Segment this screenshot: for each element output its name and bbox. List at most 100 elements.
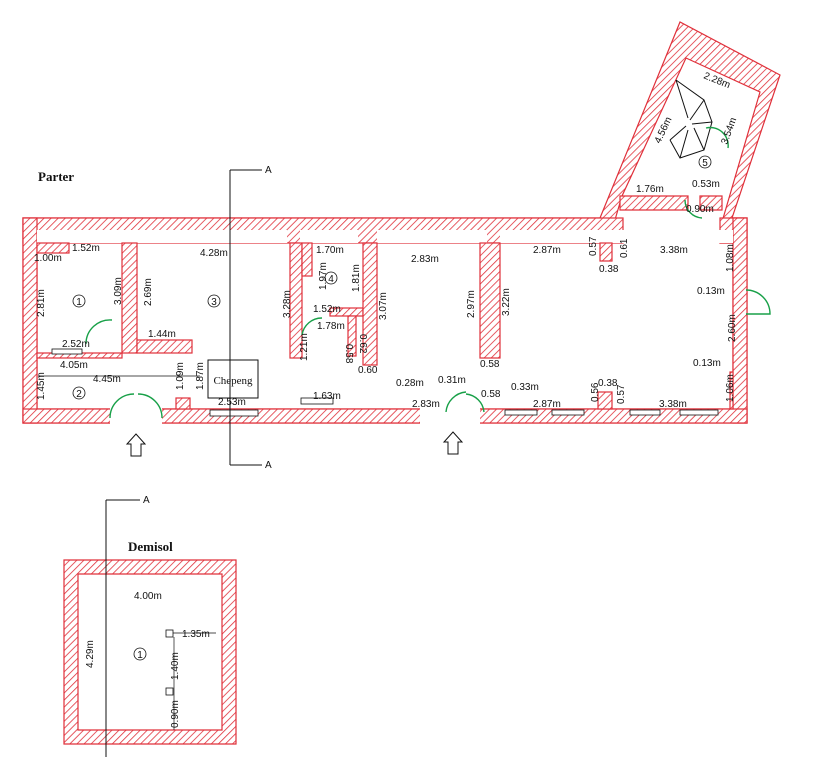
svg-text:2: 2 <box>76 389 82 400</box>
dim: 4.00m <box>134 591 162 602</box>
dim: 3.09m <box>113 277 124 305</box>
section-line-top <box>229 169 262 466</box>
dim: 0.13m <box>697 286 725 297</box>
room3-top <box>137 230 287 243</box>
dim: 0.28m <box>396 378 424 389</box>
dim: 0.53m <box>692 179 720 190</box>
dim: 2.60m <box>727 314 738 342</box>
window-bottom-2 <box>300 397 334 405</box>
window-bottom-3 <box>504 409 538 416</box>
room7-top <box>500 230 733 243</box>
dim: 1.81m <box>351 264 362 292</box>
partition-1-3 <box>121 242 138 354</box>
dim: 2.69m <box>143 278 154 306</box>
entrance-arrow-2 <box>442 431 464 455</box>
dim: 0.90m <box>170 700 181 728</box>
svg-text:1: 1 <box>137 650 143 661</box>
dim: 1.45m <box>36 372 47 400</box>
stub-right <box>729 371 734 410</box>
window-bottom-1 <box>209 409 259 417</box>
door-arc-3 <box>445 391 467 413</box>
chepeng-label: Chepeng <box>213 375 253 387</box>
door-arc-room4 <box>301 317 323 336</box>
section-marker-bottom: A <box>265 460 272 471</box>
wall-bump-1 <box>36 242 70 254</box>
section-marker-top: A <box>265 165 272 176</box>
left-wall <box>22 217 38 424</box>
partition-3-bottom <box>136 339 193 354</box>
chepeng-box <box>207 359 259 399</box>
dim: 1.70m <box>316 245 344 256</box>
partition-6-7 <box>479 242 501 359</box>
section-marker-demisol: A <box>143 495 150 506</box>
door-arc-room1 <box>85 319 113 345</box>
dim: 1.21m <box>299 333 310 361</box>
dim: 3.22m <box>501 288 512 316</box>
wall-bump-2 <box>599 242 613 262</box>
dim: 0.31m <box>438 375 466 386</box>
dim: 0.57 <box>588 236 599 256</box>
dim: 1.35m <box>182 629 210 640</box>
section-line-demisol <box>105 499 140 757</box>
dim: 2.87m <box>533 245 561 256</box>
dim: 3.54m <box>719 116 739 146</box>
dim: 0.13m <box>693 358 721 369</box>
dim: 2.81m <box>36 289 47 317</box>
dim: 1.40m <box>170 652 181 680</box>
dim: 0.38 <box>598 378 618 389</box>
dim: 0.58 <box>480 359 500 370</box>
dim: 4.05m <box>60 360 88 371</box>
dim: 4.28m <box>200 248 228 259</box>
dim: 3.28m <box>282 290 293 318</box>
partition-3-4 <box>289 242 303 359</box>
dim: 0.58 <box>343 344 354 364</box>
partition-4-top <box>301 242 313 277</box>
door-gap-1 <box>110 408 162 424</box>
dim: 0.61 <box>619 238 630 258</box>
dim: 0.58 <box>481 389 501 400</box>
dim: 2.53m <box>218 397 246 408</box>
dim: 1.44m <box>148 329 176 340</box>
window-bottom-5 <box>629 409 661 416</box>
dim: 1.52m <box>313 304 341 315</box>
room4-top <box>300 230 358 243</box>
door-gap-2 <box>420 400 480 424</box>
entrance-arrow-1 <box>125 433 147 457</box>
marker-square-1 <box>165 629 174 638</box>
dim: 1.09m <box>175 362 186 390</box>
dim: 1.00m <box>34 253 62 264</box>
room-number-demisol-1: 1 <box>133 647 147 661</box>
partition-4-6 <box>362 242 378 366</box>
room-number-5: 5 <box>698 155 712 169</box>
dim: 1.08m <box>725 244 736 272</box>
window-bottom-6 <box>679 409 719 416</box>
door-arc-2 <box>137 393 163 419</box>
dim: 4.29m <box>85 640 96 668</box>
stub-bottom-1 <box>175 397 191 410</box>
marker-square-2 <box>165 687 174 696</box>
door-arc-1 <box>109 393 135 419</box>
window-bottom-4 <box>551 409 585 416</box>
dim: 3.38m <box>660 245 688 256</box>
room-number-2: 2 <box>72 386 86 400</box>
dim: 2.83m <box>411 254 439 265</box>
dim: 1.76m <box>636 184 664 195</box>
tower-inner-wall <box>619 195 689 211</box>
dim: 1.63m <box>313 391 341 402</box>
dim: 0.90m <box>686 204 714 215</box>
dim: 0.62 <box>357 334 368 354</box>
svg-text:3: 3 <box>211 297 217 308</box>
parter-plan: Chepeng 1 2 3 4 5 A A <box>22 21 781 471</box>
window-r1 <box>51 348 83 355</box>
dim: 2.83m <box>412 399 440 410</box>
dim: 1.87m <box>195 362 206 390</box>
dim: 2.87m <box>533 399 561 410</box>
dim: 3.07m <box>378 292 389 320</box>
room-number-3: 3 <box>207 294 221 308</box>
room6-top <box>377 230 487 243</box>
dim: 0.57 <box>616 384 627 404</box>
dim: 1.78m <box>317 321 345 332</box>
partition-4-small <box>347 315 357 357</box>
door-arc-4 <box>465 393 485 413</box>
